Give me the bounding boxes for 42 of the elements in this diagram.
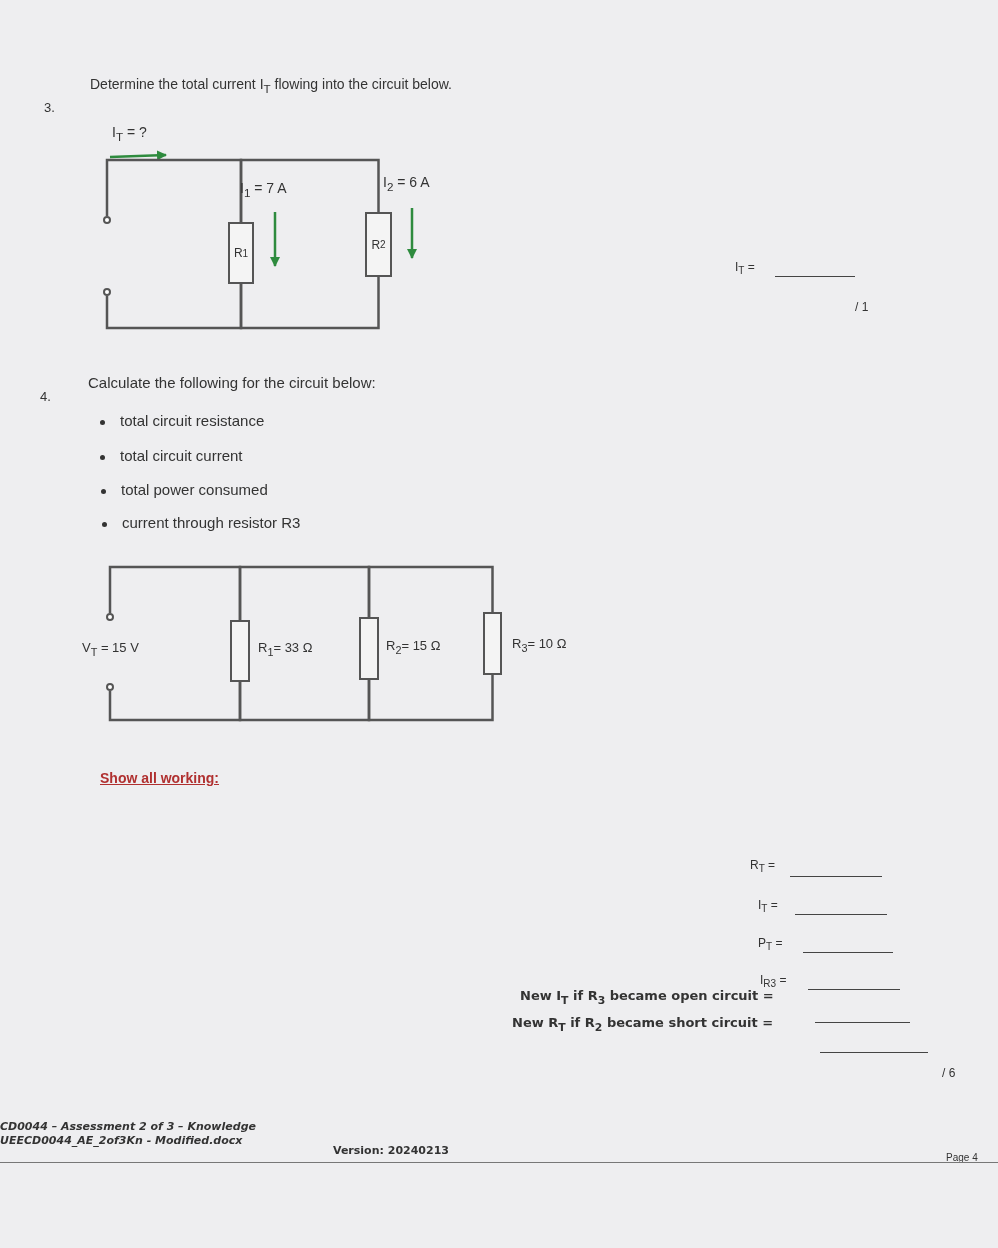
circuit-wire [367,565,494,617]
resistor-symbol [359,617,379,680]
circuit-wire [239,277,380,330]
page-number: Page 4 [946,1152,978,1163]
bullet-item: total circuit resistance [120,412,265,429]
instruction-text: Show all working: [100,770,219,786]
mark-count: / 1 [855,300,869,314]
footer-text: UEECD0044_AE_2of3Kn - Modified.docx [0,1134,243,1147]
bullet-item: total power consumed [121,481,268,498]
bullet-item: current through resistor R3 [122,514,301,531]
terminal-symbol [103,288,111,296]
resistor-value: R$_{2}$= 15 Ω [386,638,441,656]
terminal-symbol [103,216,111,224]
circuit-wire [238,680,371,722]
circuit-wire [239,158,380,222]
question-number: 3. [44,100,55,115]
answer-label: New R$_{T}$ if R$_{2}$ became short circuit = [512,1015,774,1034]
bullet-item: total circuit current [120,447,243,464]
resistor-symbol [230,620,250,682]
answer-label: New I$_{T}$ if R$_{3}$ became open circuit = [520,988,774,1007]
footer-text: CD0044 – Assessment 2 of 3 – Knowledge [0,1120,256,1133]
resistor-symbol [483,612,502,675]
circuit-wire [367,675,494,722]
answer-label: R$_{T}$ = [750,858,776,875]
current-label: I$_{2}$ = 6 A [383,174,430,193]
current-label: I$_{1}$ = 7 A [240,180,287,199]
question-text: Calculate the following for the circuit below: [88,374,376,391]
answer-label: I$_{T}$ = [758,898,778,915]
terminal-symbol [106,613,114,621]
question-text: Determine the total current I$_{T}$ flowing into the circuit below. [90,76,452,95]
question-number: 4. [40,389,51,404]
terminal-symbol [106,683,114,691]
footer-text: Version: 20240213 [333,1144,449,1157]
circuit-wire [238,565,371,620]
mark-count: / 6 [942,1066,956,1080]
answer-label: I$_{T}$ = [735,260,755,277]
answer-label: P$_{T}$ = [758,936,783,953]
resistor-value: R$_{3}$= 10 Ω [512,636,567,654]
resistor-value: R$_{1}$= 33 Ω [258,640,313,658]
voltage-label: V$_{T}$ = 15 V [82,640,139,658]
current-label: I$_{T}$ = ? [112,124,147,143]
answer-label: I$_{R3}$ = [760,973,787,990]
